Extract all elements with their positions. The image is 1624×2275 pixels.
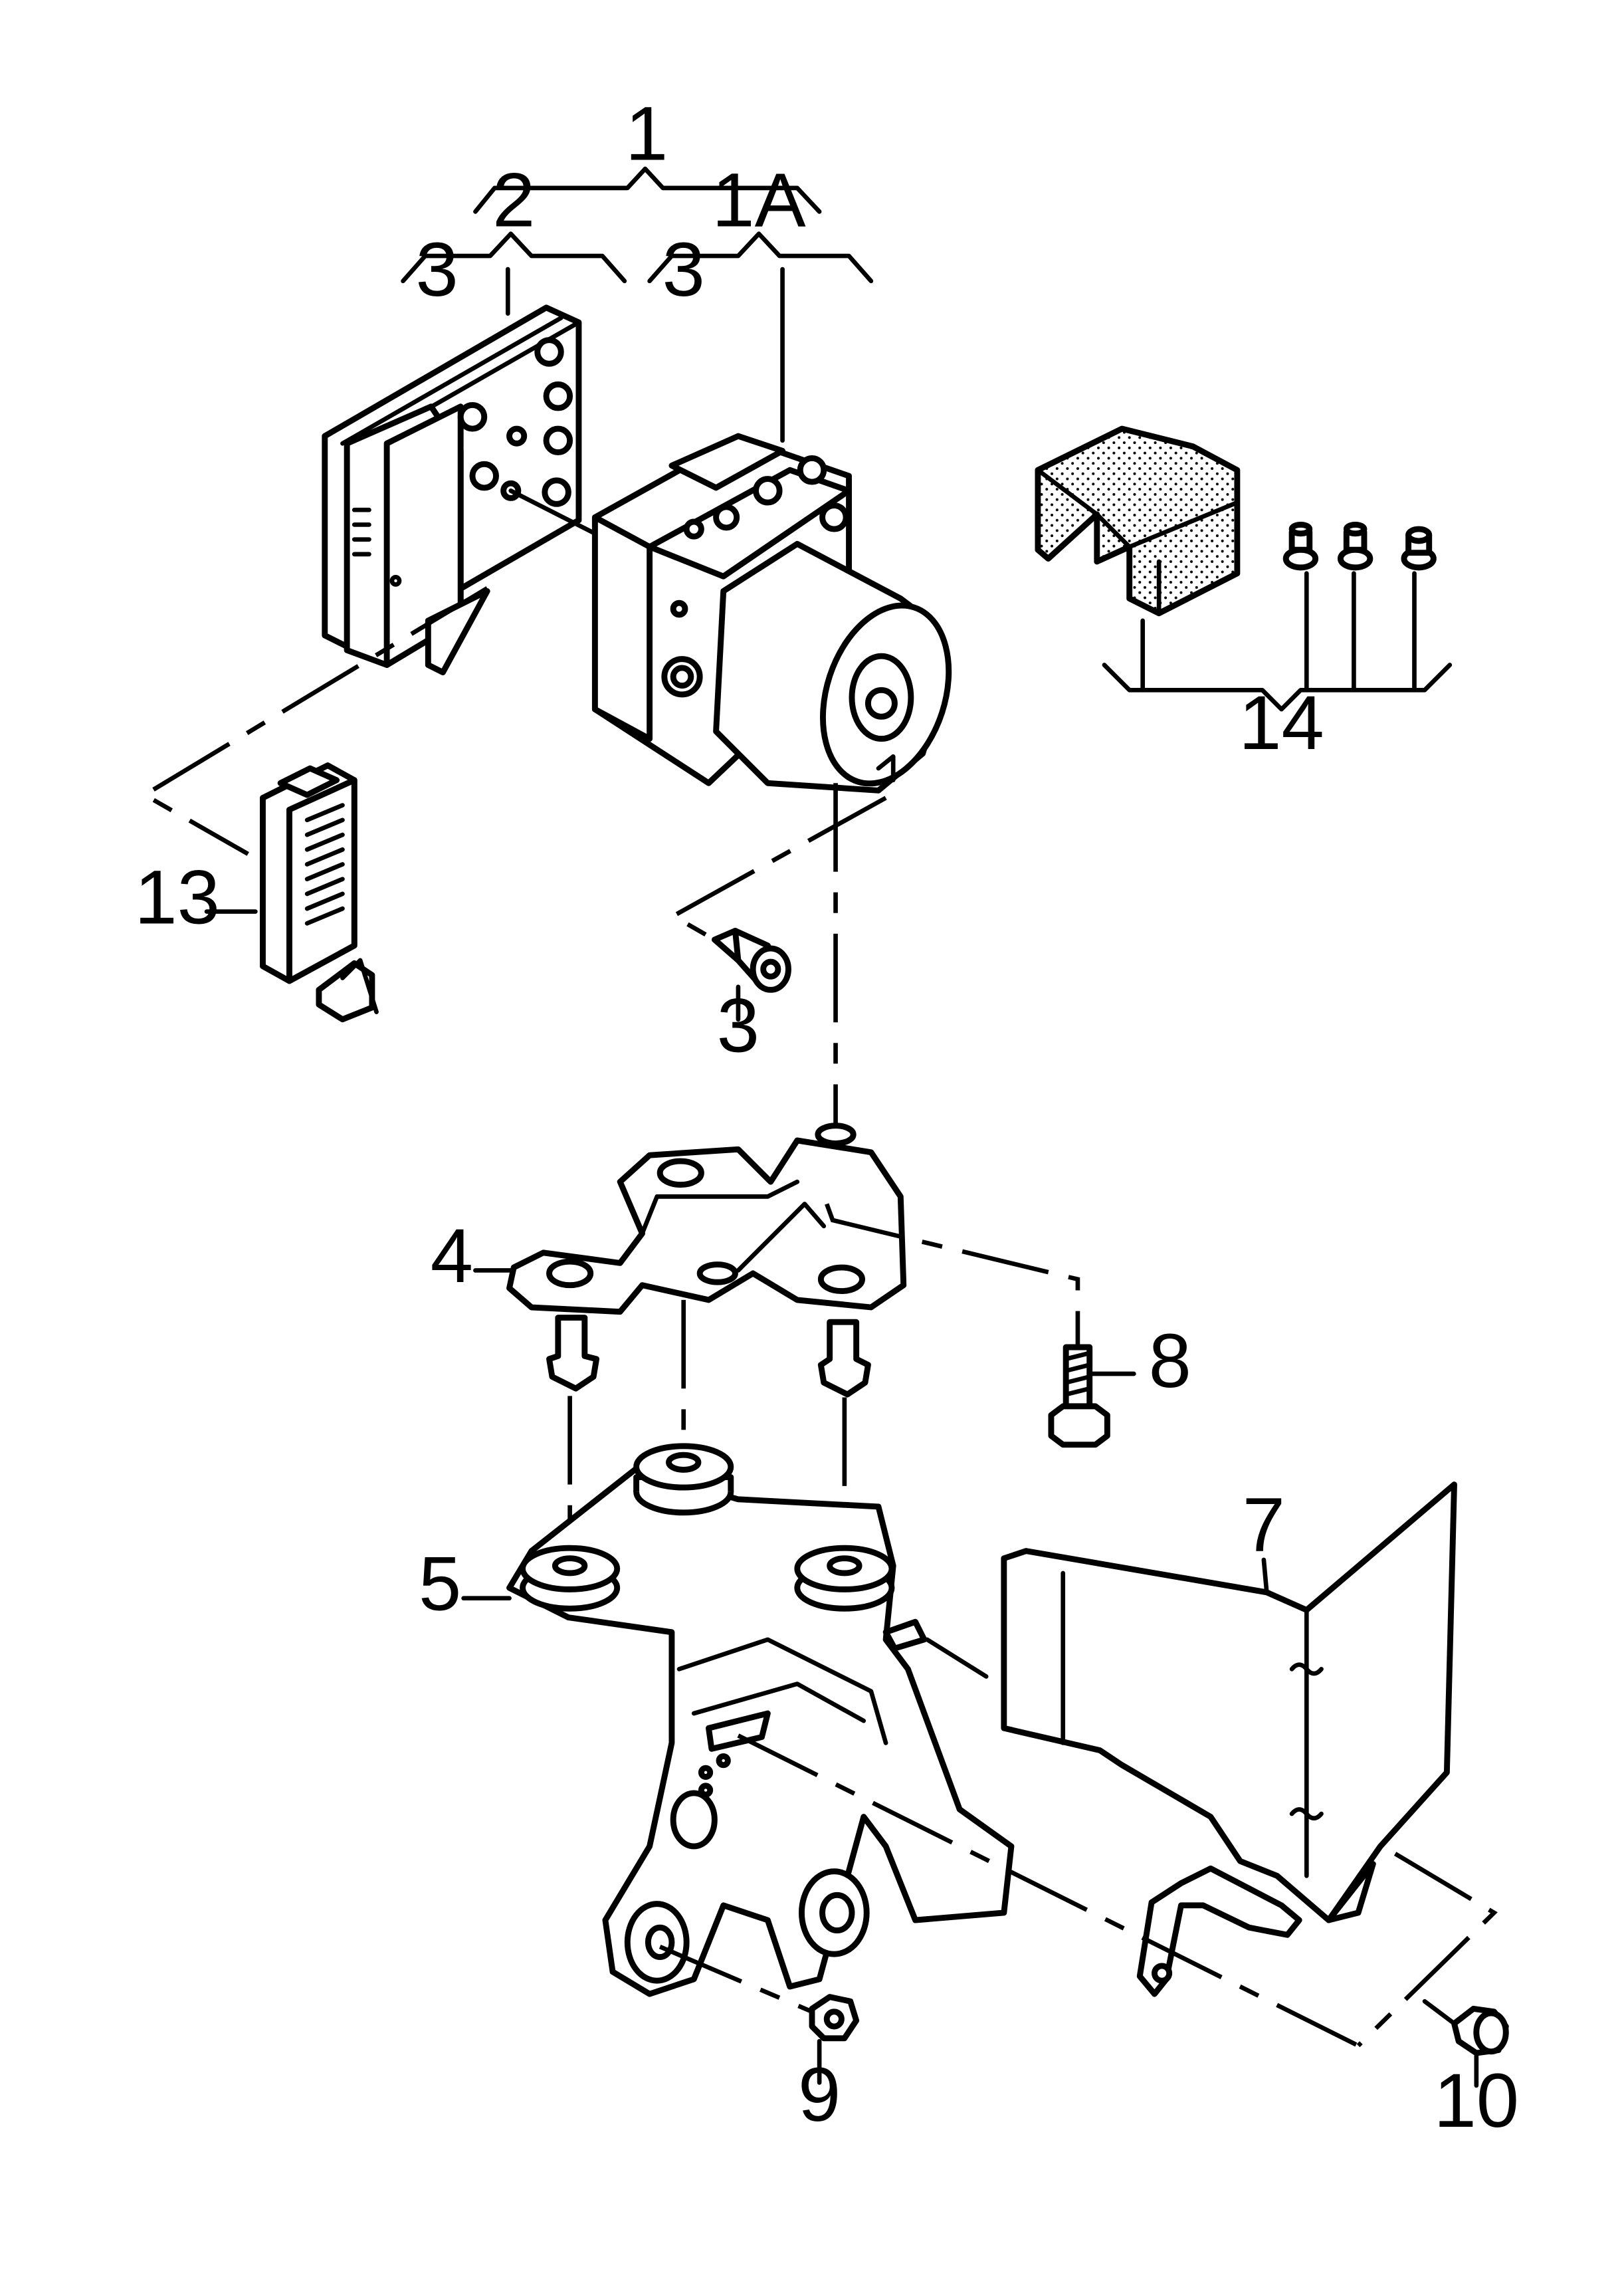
callout-3-left: 3 xyxy=(416,227,458,312)
bolt-3-icon xyxy=(711,928,791,993)
callout-8-group: 8 xyxy=(1090,1318,1191,1404)
leader-dashed-8 xyxy=(825,1203,1080,1347)
callout-13-group: 13 xyxy=(134,854,258,940)
nut-9-icon xyxy=(809,1994,860,2042)
fastener-14c-icon xyxy=(1401,526,1437,571)
callout-3-right: 3 xyxy=(662,227,705,312)
callout-13: 13 xyxy=(134,854,219,940)
callout-10: 10 xyxy=(1434,2058,1520,2143)
callout-10-group: 10 xyxy=(1434,2054,1520,2143)
callout-4: 4 xyxy=(431,1213,473,1299)
callout-4-group: 4 xyxy=(431,1213,516,1299)
callout-5: 5 xyxy=(419,1541,461,1626)
connector-13-icon xyxy=(260,762,379,1023)
callout-1a: 1A xyxy=(712,158,805,243)
callout-bracket-1a: 1A 3 xyxy=(647,158,874,443)
callout-bracket-2: 2 3 xyxy=(401,158,627,316)
callout-8: 8 xyxy=(1149,1318,1191,1404)
foam-insulation-14-icon xyxy=(1035,425,1241,617)
callout-bracket-14: 14 xyxy=(1102,571,1453,766)
bracket-4-icon xyxy=(506,1123,907,1315)
callout-5-group: 5 xyxy=(419,1541,512,1626)
callout-14: 14 xyxy=(1239,680,1324,766)
stud-left-icon xyxy=(546,1315,600,1392)
mounting-bracket-5-icon xyxy=(506,1443,1015,1997)
bolt-10-icon xyxy=(1422,1999,1509,2056)
callout-bracket-1: 1 xyxy=(473,91,822,214)
hydraulic-unit-icon xyxy=(591,433,952,794)
abs-control-unit-icon xyxy=(322,304,601,676)
shield-7-icon xyxy=(1001,1481,1457,1997)
callout-9: 9 xyxy=(798,2052,841,2137)
callout-3-bolt: 3 xyxy=(717,983,760,1069)
stud-right-icon xyxy=(817,1319,871,1398)
leader-dashed-3 xyxy=(668,796,887,942)
callout-7-group: 7 xyxy=(1243,1482,1285,1595)
callout-1: 1 xyxy=(625,91,668,177)
leader-dashed-13 xyxy=(140,586,488,856)
callout-3-bolt-group: 3 xyxy=(717,983,760,1069)
bolt-8-icon xyxy=(1048,1344,1110,1448)
fastener-14a-icon xyxy=(1282,522,1319,571)
callout-2: 2 xyxy=(492,158,535,243)
callout-7: 7 xyxy=(1243,1482,1285,1568)
callout-9-group: 9 xyxy=(798,2038,841,2137)
fastener-14b-icon xyxy=(1337,522,1373,571)
